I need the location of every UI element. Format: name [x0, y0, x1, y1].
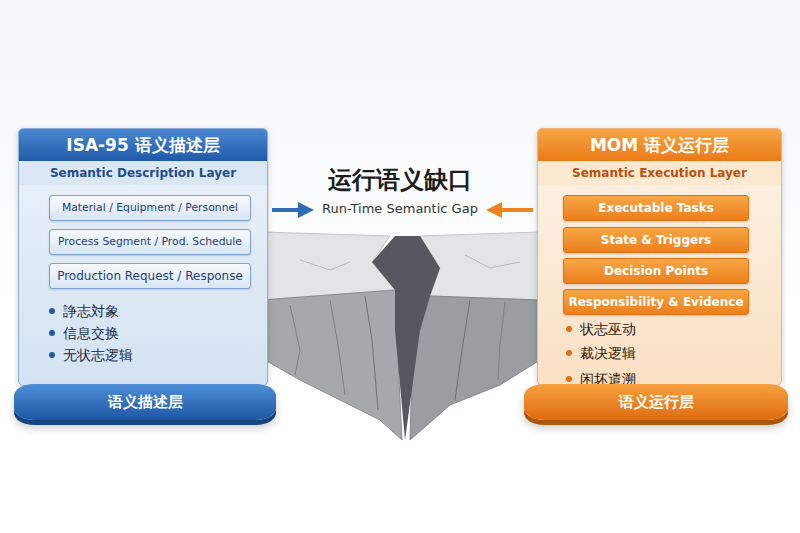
- concept-box: State & Triggers: [563, 227, 749, 253]
- layer-panel: ISA-95 语义描述层Semantic Description Layer 諍志…: [18, 128, 268, 386]
- rock-line: [290, 305, 300, 375]
- bullet-dot: [49, 308, 55, 314]
- base-label: 语义描述层: [14, 384, 276, 420]
- left-cliff: [262, 290, 405, 440]
- gap-subtitle: Run-Time Semantic Gap: [300, 201, 500, 216]
- box-label: Material / Equipment / Personnel: [54, 196, 246, 220]
- layer-subtitle: Semantic Execution Layer: [538, 161, 781, 185]
- box-label: Responsibility & Evidence: [568, 290, 744, 314]
- right-arrow-shaft: [500, 208, 533, 212]
- concept-box: Material / Equipment / Personnel: [49, 195, 251, 221]
- right-arrow-head: [486, 202, 502, 218]
- box-label: Executable Tasks: [568, 196, 744, 220]
- bullet-dot: [49, 330, 55, 336]
- box-label: State & Triggers: [568, 228, 744, 252]
- layer-panel: MOM 语义运行层Semantic Execution Layer 状志巫动裁决逻…: [537, 128, 782, 386]
- layer-header: MOM 语义运行层: [538, 129, 781, 161]
- rock-line: [365, 296, 378, 410]
- box-label: Decision Points: [568, 259, 744, 283]
- layer-subtitle: Semantic Description Layer: [19, 161, 267, 185]
- layer-bullet: 状志巫动: [580, 319, 767, 339]
- concept-box: Process Segment / Prod. Schedule: [49, 229, 251, 255]
- bullet-dot: [49, 352, 55, 358]
- layer-bullet: 裁决逻辑: [580, 343, 767, 363]
- concept-box: Responsibility & Evidence: [563, 289, 749, 315]
- gap-arrows: [272, 202, 533, 218]
- rock-line: [455, 300, 470, 400]
- ground-crack: [300, 260, 350, 270]
- box-label: Process Segment / Prod. Schedule: [54, 230, 246, 254]
- left-ground: [262, 232, 395, 300]
- rock-line: [330, 300, 345, 395]
- ground-crack: [465, 255, 520, 268]
- left-arrow-shaft: [272, 208, 300, 212]
- layer-bullet: 无状志逻辑: [63, 345, 253, 365]
- gap-title: 运行语义缺口: [280, 164, 520, 196]
- cliff: [262, 232, 540, 440]
- box-label: Production Request / Response: [54, 264, 246, 288]
- layer-bullet: 信息交换: [63, 323, 253, 343]
- layer-bullet: 諍志対象: [63, 301, 253, 321]
- right-cliff: [410, 296, 540, 440]
- bullet-dot: [566, 326, 572, 332]
- layer-base: 语义描述层: [14, 384, 276, 420]
- rock-line: [498, 302, 505, 380]
- concept-box: Production Request / Response: [49, 263, 251, 289]
- crack: [372, 236, 440, 440]
- layer-header: ISA-95 语义描述层: [19, 129, 267, 161]
- bullet-dot: [566, 376, 572, 382]
- bullet-dot: [566, 350, 572, 356]
- base-label: 语义运行层: [524, 384, 788, 420]
- concept-box: Executable Tasks: [563, 195, 749, 221]
- concept-box: Decision Points: [563, 258, 749, 284]
- left-arrow-head: [298, 202, 314, 218]
- layer-base: 语义运行层: [524, 384, 788, 420]
